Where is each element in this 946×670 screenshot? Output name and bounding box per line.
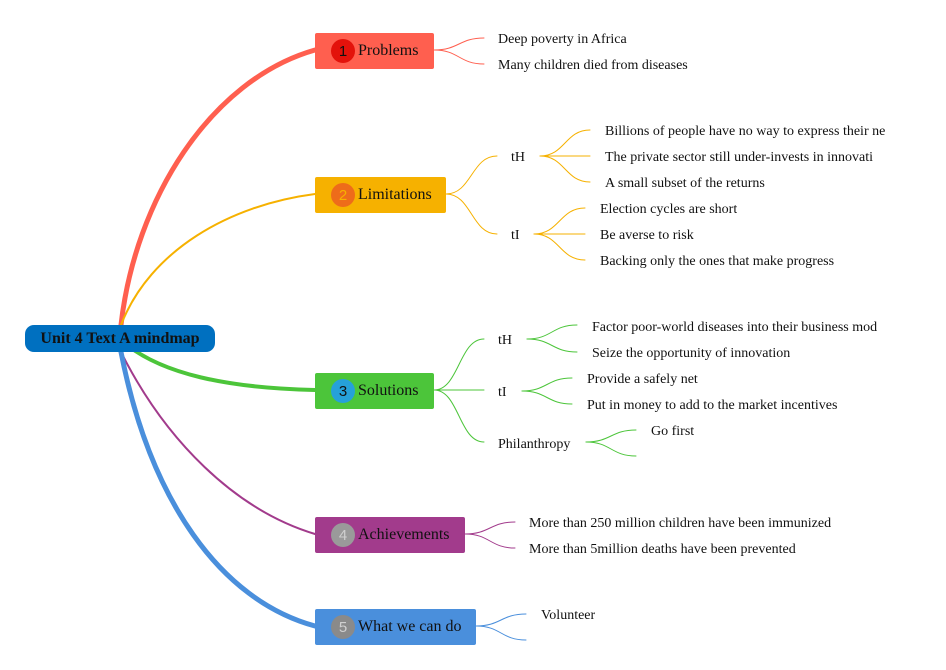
leaf-connector [475, 613, 527, 627]
leaf-topic[interactable]: Put in money to add to the market incent… [587, 398, 838, 413]
sub-connector [445, 155, 498, 195]
leaf-connector [521, 377, 573, 392]
leaf-topic[interactable]: Factor poor-world diseases into their bu… [592, 320, 878, 335]
leaf-connector [533, 207, 586, 235]
branch-label: Limitations [358, 186, 432, 203]
leaf-connector [475, 625, 527, 641]
number-2-icon: 2 [331, 183, 355, 207]
leaf-connector [526, 324, 578, 340]
leaf-connector [433, 49, 485, 65]
leaf-connector [526, 338, 578, 353]
leaf-connector [464, 533, 516, 549]
subtopic[interactable]: tI [511, 228, 520, 243]
number-1-icon: 1 [331, 39, 355, 63]
subtopic[interactable]: Philanthropy [498, 437, 571, 452]
sub-connector [433, 338, 485, 391]
leaf-connector [585, 441, 637, 457]
sub-connector [445, 193, 498, 235]
leaf-connector [585, 429, 637, 443]
branch-limitations[interactable]: 2 Limitations [315, 177, 446, 213]
leaf-topic[interactable]: Volunteer [541, 608, 596, 623]
subtopic[interactable]: tI [498, 385, 507, 400]
leaf-topic[interactable]: More than 5million deaths have been prev… [529, 542, 796, 557]
branch-label: Problems [358, 42, 419, 59]
root-to-actions-line [118, 349, 318, 629]
leaf-connector [539, 129, 591, 157]
leaf-topic[interactable]: Many children died from diseases [498, 58, 688, 73]
leaf-topic[interactable]: Billions of people have no way to expres… [605, 124, 886, 139]
branch-solutions[interactable]: 3 Solutions [315, 373, 434, 409]
leaf-connector [464, 521, 516, 535]
root-label: Unit 4 Text A mindmap [40, 329, 200, 347]
leaf-connector [521, 390, 573, 405]
leaf-topic[interactable]: A small subset of the returns [605, 176, 765, 191]
number-4-icon: 4 [331, 523, 355, 547]
subtopic[interactable]: tH [498, 333, 512, 348]
root-to-limitations-line [120, 193, 316, 326]
leaf-topic[interactable]: Be averse to risk [600, 228, 694, 243]
root-to-problems-line [118, 47, 318, 328]
root-to-achievements-line [120, 351, 316, 535]
root-topic[interactable]: Unit 4 Text A mindmap [25, 325, 215, 352]
leaf-topic[interactable]: The private sector still under-invests i… [605, 150, 873, 165]
branch-achievements[interactable]: 4 Achievements [315, 517, 465, 553]
number-5-icon: 5 [331, 615, 355, 639]
branch-label: Achievements [358, 526, 450, 543]
branch-label: What we can do [358, 618, 462, 635]
sub-connector [433, 389, 485, 443]
branch-label: Solutions [358, 382, 419, 399]
leaf-topic[interactable]: More than 250 million children have been… [529, 516, 832, 531]
leaf-connector [533, 233, 586, 261]
branch-problems[interactable]: 1 Problems [315, 33, 434, 69]
leaf-topic[interactable]: Backing only the ones that make progress [600, 254, 835, 269]
leaf-topic[interactable]: Go first [651, 424, 695, 439]
leaf-topic[interactable]: Provide a safely net [587, 372, 698, 387]
leaf-connector [433, 37, 485, 51]
number-3-icon: 3 [331, 379, 355, 403]
leaf-connector [539, 155, 591, 183]
leaf-topic[interactable]: Election cycles are short [600, 202, 738, 217]
leaf-topic[interactable]: Deep poverty in Africa [498, 32, 627, 47]
leaf-topic[interactable]: Seize the opportunity of innovation [592, 346, 791, 361]
subtopic[interactable]: tH [511, 150, 525, 165]
branch-what-we-can-do[interactable]: 5 What we can do [315, 609, 476, 645]
